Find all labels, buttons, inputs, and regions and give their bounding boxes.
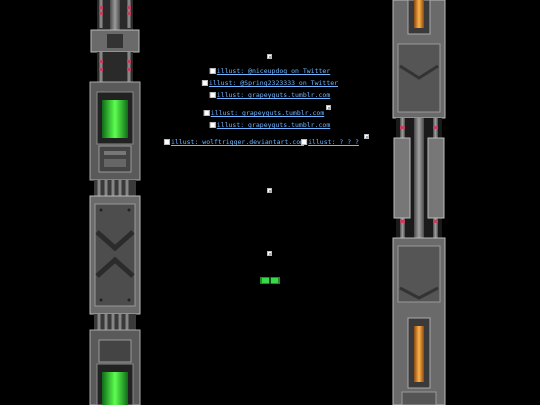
broken-image-icon [209, 92, 216, 98]
broken-image-icon [267, 188, 272, 193]
right-machine-pillar [392, 0, 446, 405]
credit-link-grapeyguts-1[interactable]: illust: grapeyguts.tumblr.com [209, 91, 330, 99]
broken-image-icon [326, 105, 331, 110]
credit-link-grapeyguts-2[interactable]: illust: grapeyguts.tumblr.com [203, 109, 324, 117]
credits-area: illust: @niceupdog on Twitter illust: @S… [150, 0, 390, 405]
broken-image-icon [209, 122, 216, 128]
credit-link-wolftrigger[interactable]: illust: wolftrigger.deviantart.com [163, 138, 304, 146]
broken-image-icon [163, 139, 170, 145]
broken-image-icon [301, 139, 308, 145]
left-machine-pillar [89, 0, 141, 405]
broken-image-icon [364, 134, 369, 139]
broken-image-icon [267, 251, 272, 256]
broken-image-icon [209, 68, 216, 74]
credit-link-unknown[interactable]: illust: ? ? ? [301, 138, 359, 146]
broken-image-icon [203, 110, 210, 116]
credit-link-niceupdog[interactable]: illust: @niceupdog on Twitter [209, 67, 330, 75]
green-block-icon[interactable] [260, 277, 280, 284]
credit-link-grapeyguts-3[interactable]: illust: grapeyguts.tumblr.com [209, 121, 330, 129]
credit-link-spring2323333[interactable]: illust: @Spring2323333 on Twitter [201, 79, 338, 87]
broken-image-icon [267, 54, 272, 59]
broken-image-icon [201, 80, 208, 86]
